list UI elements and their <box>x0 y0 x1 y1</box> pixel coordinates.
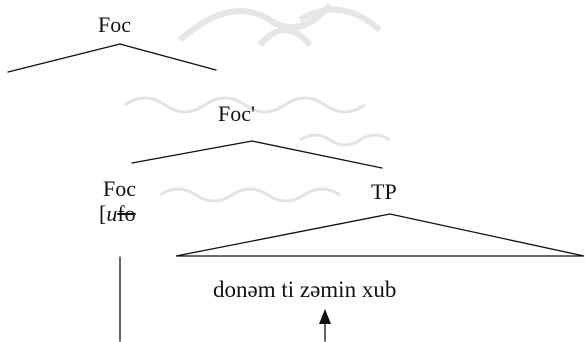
branch-root-right <box>119 43 217 71</box>
feature-u: u <box>106 201 118 226</box>
branch-bar-left <box>131 140 253 164</box>
bar-node-label: Foc' <box>218 101 255 126</box>
head-node-label: Foc <box>103 176 136 201</box>
sentence-text: donəm ti zəmin xub <box>213 277 397 302</box>
branch-root-left <box>7 43 121 73</box>
arrowhead-icon <box>319 309 331 324</box>
root-node-label: Foc <box>98 12 131 37</box>
feature-label: [ufo <box>99 203 136 225</box>
tp-triangle <box>175 213 585 257</box>
branch-bar-right <box>251 140 383 169</box>
tp-node-label: TP <box>371 179 397 204</box>
feature-struck: fo <box>117 201 136 226</box>
feature-bracket: [ <box>99 201 107 226</box>
